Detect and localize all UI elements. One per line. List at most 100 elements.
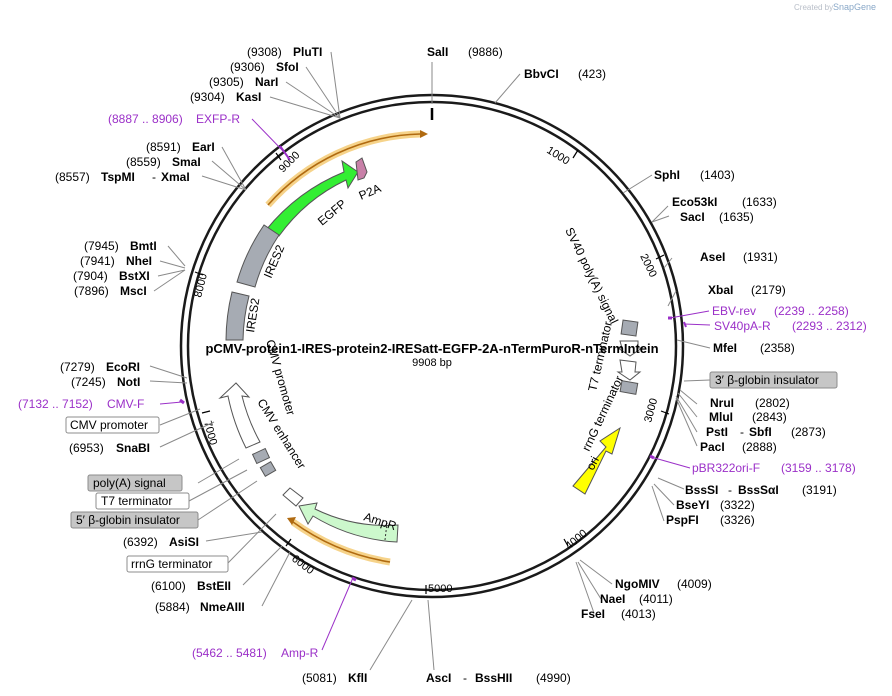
site-sbfi[interactable]: SbfI xyxy=(749,425,772,439)
cmv-promoter-feature xyxy=(218,382,261,449)
site-nari-pos: (9305) xyxy=(209,75,244,89)
primer-amp-r-pos: (5462 .. 5481) xyxy=(192,646,267,660)
site-eari-pos: (8591) xyxy=(146,140,181,154)
site-bseyi[interactable]: BseYI xyxy=(676,498,709,512)
ori-label: ori xyxy=(583,454,602,472)
site-bsteii[interactable]: BstEII xyxy=(197,579,231,593)
site-snabi[interactable]: SnaBI xyxy=(116,441,150,455)
site-leader-lines xyxy=(149,51,711,671)
site-sphi[interactable]: SphI xyxy=(654,168,680,182)
site-asci-pos: (4990) xyxy=(536,671,571,685)
site-saci[interactable]: SacI xyxy=(680,210,705,224)
site-sali-pos: (9886) xyxy=(468,45,503,59)
site-bsssai[interactable]: BssSαI xyxy=(738,483,779,497)
site-naei[interactable]: NaeI xyxy=(600,592,625,606)
egfp-feature xyxy=(265,159,359,237)
site-fsei[interactable]: FseI xyxy=(581,607,605,621)
site-paci[interactable]: PacI xyxy=(700,440,725,454)
site-mlui[interactable]: MluI xyxy=(709,410,733,424)
polya-box-label: poly(A) signal xyxy=(93,476,166,490)
site-eari[interactable]: EarI xyxy=(192,140,215,154)
site-ngomiv-pos: (4009) xyxy=(677,577,712,591)
ori-feature xyxy=(572,426,621,495)
site-saci-pos: (1635) xyxy=(719,210,754,224)
site-mfei[interactable]: MfeI xyxy=(713,341,737,355)
primer-exfp-r[interactable]: EXFP-R xyxy=(196,112,240,126)
site-nrui[interactable]: NruI xyxy=(710,396,734,410)
site-nari[interactable]: NarI xyxy=(255,75,278,89)
site-bsssi[interactable]: BssSI xyxy=(685,483,718,497)
site-psti[interactable]: PstI xyxy=(706,425,728,439)
site-naei-pos: (4011) xyxy=(639,592,673,606)
primer-amp-r[interactable]: Amp-R xyxy=(281,646,319,660)
site-xmai[interactable]: XmaI xyxy=(161,170,190,184)
b5-globin-box-label: 5′ β-globin insulator xyxy=(76,513,180,527)
ampr-feature xyxy=(298,502,399,543)
site-paci-pos: (2888) xyxy=(742,440,777,454)
site-bstxi[interactable]: BstXI xyxy=(119,269,150,283)
site-psti-pos: (2873) xyxy=(791,425,826,439)
site-pluti[interactable]: PluTI xyxy=(293,45,322,59)
site-ngomiv[interactable]: NgoMIV xyxy=(615,577,660,591)
site-asisi-pos: (6392) xyxy=(123,535,158,549)
site-sfoi[interactable]: SfoI xyxy=(276,60,299,74)
site-bstxi-pos: (7904) xyxy=(73,269,108,283)
site-nhei[interactable]: NheI xyxy=(126,254,152,268)
site-noti[interactable]: NotI xyxy=(117,375,140,389)
t7-box-label: T7 terminator xyxy=(101,494,172,508)
site-bseyi-pos: (3322) xyxy=(720,498,755,512)
site-xbai[interactable]: XbaI xyxy=(708,283,733,297)
primer-ebv-rev[interactable]: EBV-rev xyxy=(712,304,756,318)
site-asci[interactable]: AscI xyxy=(426,671,451,685)
site-kfli[interactable]: KflI xyxy=(348,671,367,685)
site-asei[interactable]: AseI xyxy=(700,250,725,264)
tick-label: 2000 xyxy=(637,252,659,279)
t7-box[interactable] xyxy=(95,492,190,510)
t7-feature-block xyxy=(259,460,277,478)
site-bsssi-pos: (3191) xyxy=(802,483,837,497)
site-sali[interactable]: SalI xyxy=(427,45,448,59)
site-tspmi[interactable]: TspMI xyxy=(101,170,135,184)
site-nmeaiii[interactable]: NmeAIII xyxy=(200,600,245,614)
cmv-promoter-box[interactable] xyxy=(65,416,160,434)
credit-brand: SnapGene xyxy=(833,2,876,12)
plasmid-length: 9908 bp xyxy=(412,357,452,369)
primer-sv40pa-r[interactable]: SV40pA-R xyxy=(714,319,771,333)
rrng-box[interactable] xyxy=(126,555,229,573)
site-bsshii[interactable]: BssHII xyxy=(475,671,512,685)
site-bmti-pos: (7945) xyxy=(84,239,119,253)
b3-globin-box[interactable] xyxy=(709,371,838,389)
plasmid-name: pCMV-protein1-IRES-protein2-IRESatt-EGFP… xyxy=(205,341,658,356)
site-dash: - xyxy=(152,170,156,184)
polya-box[interactable] xyxy=(87,474,183,492)
tick-label: 6000 xyxy=(289,553,316,577)
b5-globin-box[interactable] xyxy=(70,511,199,529)
site-sfoi-pos: (9306) xyxy=(230,60,265,74)
primer-pbr322ori-f[interactable]: pBR322ori-F xyxy=(692,461,760,475)
p2a-feature xyxy=(355,157,368,181)
site-bmti[interactable]: BmtI xyxy=(130,239,157,253)
site-nrui-pos: (2802) xyxy=(755,396,790,410)
rrng-right-feature-block xyxy=(616,340,644,357)
primer-marks xyxy=(179,145,687,582)
tick-label: 1000 xyxy=(544,144,571,167)
rrng-feature-block xyxy=(282,487,304,507)
ires2-lower-feature xyxy=(225,291,250,341)
site-eco53ki-pos: (1633) xyxy=(742,195,777,209)
site-bbvci[interactable]: BbvCI xyxy=(524,67,559,81)
site-tspmi-pos: (8557) xyxy=(55,170,90,184)
site-kasi[interactable]: KasI xyxy=(236,90,261,104)
primer-cmv-f[interactable]: CMV-F xyxy=(107,397,144,411)
site-eco53ki[interactable]: Eco53kI xyxy=(672,195,717,209)
site-ecori[interactable]: EcoRI xyxy=(106,360,140,374)
site-pspfi[interactable]: PspFI xyxy=(666,513,699,527)
primer-leader-lines xyxy=(159,118,711,651)
site-asisi[interactable]: AsiSI xyxy=(169,535,199,549)
site-smai[interactable]: SmaI xyxy=(172,155,201,169)
tick-label: 4000 xyxy=(563,527,589,552)
rrng-box-label: rrnG terminator xyxy=(131,557,212,571)
site-dash: - xyxy=(463,671,467,685)
b3-globin-label: 3′ β-globin insulator xyxy=(715,373,819,387)
site-msci[interactable]: MscI xyxy=(120,284,147,298)
